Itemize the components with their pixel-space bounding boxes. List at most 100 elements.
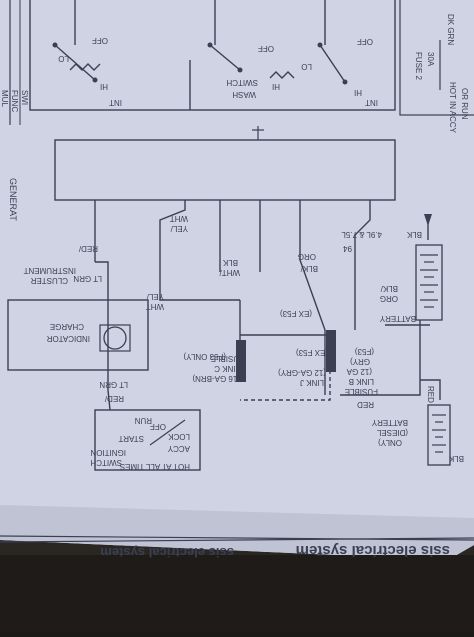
label-lo-a: LO — [58, 54, 69, 63]
label-fusible-b-1: FUSIBLE — [345, 387, 378, 396]
battery-diesel-body — [427, 404, 451, 466]
label-off-b: OFF — [258, 44, 274, 53]
battery-main-body — [415, 244, 443, 321]
label-battery2-2: (DIESEL — [376, 428, 408, 437]
wiper-contact-right — [319, 44, 346, 83]
instrument-cluster: INSTRUMENT CLUSTER CHARGE INDICATOR — [7, 266, 149, 371]
ignition-contact — [149, 419, 186, 446]
label-wire-red-lt-grn-2: LT GRN — [73, 274, 102, 283]
ignition-switch: OFF RUN LOCK ACCY START IGNITION SWITCH … — [90, 380, 201, 471]
label-hot-in-accy: HOT IN ACCY — [448, 82, 457, 134]
label-ign-off: OFF — [150, 422, 166, 431]
label-hi-b: HI — [272, 82, 280, 91]
label-hi-c: HI — [354, 88, 362, 97]
label-mult-3: SWI — [20, 90, 29, 105]
fuse-panel-box — [399, 0, 474, 116]
label-wire-yel-wht-b: YEL/ — [146, 292, 164, 301]
label-wire-red-lt-grn-b: RED/ — [104, 394, 124, 403]
label-fusible-c-1: FUSIBLE — [211, 354, 244, 363]
wash-switch-contact — [209, 44, 241, 71]
label-battery: BATTERY — [379, 314, 416, 323]
resistor-zigzag-1 — [69, 63, 101, 71]
label-charge-2: INDICATOR — [47, 334, 90, 343]
battery-ground-arrow — [424, 214, 432, 226]
label-fusible-b-4: GRY) — [350, 357, 370, 366]
label-fusible-j-3: (EX F53) — [296, 348, 328, 357]
label-fusible-j-2: (12 GA-GRY) — [278, 368, 326, 377]
title-rule — [0, 537, 474, 543]
label-fuse-2: FUSE 2 — [414, 52, 423, 81]
wire-labels: RED/ LT GRN YEL/ WHT YEL/ WHT WHT/ BLK B… — [73, 214, 382, 311]
label-mult-2: FUNC — [10, 90, 19, 112]
wire-to-ignition — [107, 389, 111, 411]
wire-blk-org — [299, 200, 326, 395]
label-instrument-2: CLUSTER — [30, 276, 68, 285]
fusible-links: FUSIBLE LINK C (16 GA-BRN) (F53 ONLY) (E… — [183, 309, 378, 409]
paper-bottom-band — [0, 505, 474, 560]
label-battery2-3: ONLY) — [378, 438, 402, 447]
label-instrument-1: INSTRUMENT — [23, 266, 76, 275]
charge-lamp-icon — [103, 326, 127, 350]
wire-red-lt-grn-down — [95, 261, 109, 390]
fusible-link-c — [236, 340, 246, 382]
label-wire-red-2: RED — [426, 386, 435, 403]
label-wire-wht-blk-2: BLK — [222, 258, 238, 267]
multifunction-switch-group: OFF LO HI INT SWITCH WASH OFF HI LO OFF … — [0, 0, 474, 134]
label-wire-red-lt-grn: RED/ — [78, 244, 98, 253]
contact-dot — [237, 67, 243, 73]
label-wire-blk-2: BLK — [448, 454, 464, 463]
contact-dot — [207, 42, 213, 48]
contact-dot — [342, 79, 348, 85]
label-int-a: INT — [109, 98, 122, 107]
label-ign-lock: LOCK — [168, 432, 190, 441]
label-or-run: OR RUN — [460, 88, 469, 120]
label-engine-1: 4.9L & 7.5L — [341, 230, 382, 239]
contact-dot — [92, 77, 98, 83]
label-fusible-c-3: (16 GA-BRN) — [192, 374, 240, 383]
label-wire-wht-blk: WHT/ — [219, 268, 240, 277]
label-ex-f53-a: (EX F53) — [280, 309, 312, 318]
title-rule — [0, 535, 474, 541]
label-switch: SWITCH — [226, 78, 258, 87]
resistor-zigzag-2 — [269, 71, 295, 79]
label-wash: WASH — [232, 90, 256, 99]
label-lo-b: LO — [301, 62, 312, 71]
label-hot-all-times: HOT AT ALL TIMES — [120, 462, 190, 471]
label-fusible-j-4: (F53) — [355, 347, 374, 356]
charge-lamp-frame — [99, 324, 131, 352]
multifunction-switch-box — [29, 0, 396, 111]
label-wire-blk-org-2: ORG — [298, 252, 316, 261]
label-battery-blk-org-2: ORG — [380, 294, 398, 303]
contact-dot — [52, 42, 58, 48]
battery-main: BLK BATTERY BLK/ ORG — [379, 214, 443, 323]
label-hi-a: HI — [100, 82, 108, 91]
label-fusible-c-2: LINK C — [214, 364, 240, 373]
label-battery-blk-org: BLK/ — [380, 284, 398, 293]
label-ignition-2: SWITCH — [90, 458, 122, 467]
label-wire-red: RED — [357, 400, 374, 409]
label-ign-run: RUN — [134, 416, 152, 425]
label-wire-yel-wht-2: WHT — [170, 214, 188, 223]
label-wire-yel-wht: YEL/ — [170, 224, 188, 233]
label-off-a: OFF — [92, 36, 108, 45]
label-fuse-2-amps: 30A — [426, 52, 435, 67]
generator-wires — [94, 200, 441, 411]
battery-diesel: BATTERY (DIESEL ONLY) BLK RED — [371, 386, 464, 466]
label-generator: GENERAT — [8, 178, 18, 221]
fusible-link-b — [326, 330, 336, 372]
label-int-b: INT — [365, 98, 378, 107]
dark-fabric-bottom — [0, 555, 474, 632]
label-wire-yel-wht-b2: WHT — [146, 302, 164, 311]
contact-dot — [317, 42, 323, 48]
generator-box — [54, 139, 396, 201]
label-fusible-j-1: LINK J — [300, 378, 324, 387]
label-fusible-b-3: (12 GA — [346, 367, 372, 376]
ignition-switch-box — [94, 409, 201, 471]
label-engine-2: 94 — [343, 244, 352, 253]
label-off-c: OFF — [357, 37, 373, 46]
label-fusible-c-4: (F53 ONLY) — [183, 352, 226, 361]
generator-group: GENERAT — [8, 126, 396, 221]
label-wire-blk: BLK — [406, 230, 422, 239]
